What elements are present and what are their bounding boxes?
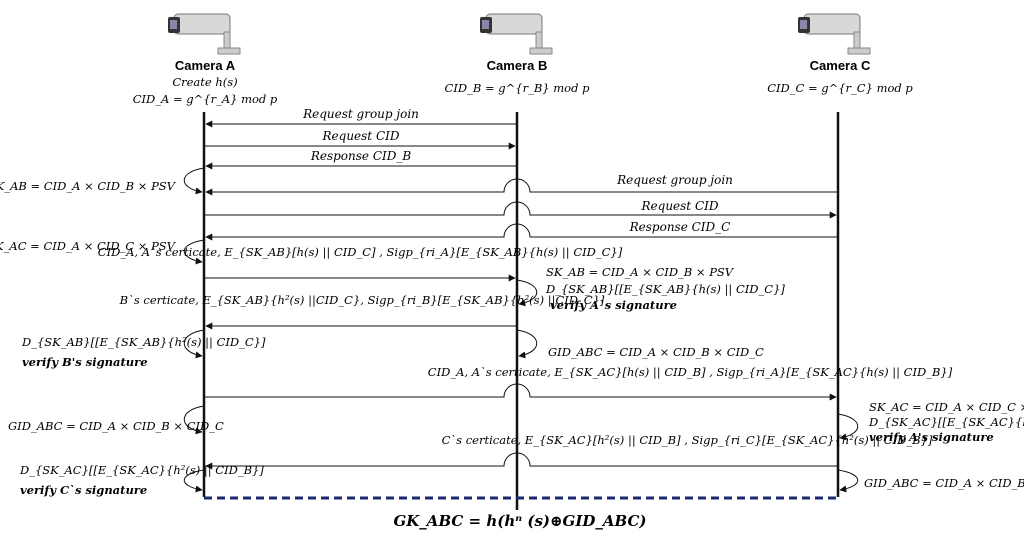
msg-arrow bbox=[204, 383, 837, 401]
self-loop bbox=[183, 167, 205, 195]
msg-label: CID_A, A`s certicate, E_{SK_AB}[h(s) || … bbox=[98, 245, 623, 260]
msg-label: Response CID_C bbox=[629, 220, 731, 234]
camera-c-name: Camera C bbox=[810, 58, 871, 73]
msg-label: C`s certicate, E_{SK_AC}[h²(s) || CID_B]… bbox=[442, 433, 933, 448]
note-a-dec-b: D_{SK_AB}[[E_{SK_AB}{h²(s) || CID_C}] bbox=[21, 335, 266, 350]
note-a-sk-ac: SK_AC = CID_A × CID_C × PSV bbox=[0, 239, 177, 253]
group-key-formula: GK_ABC = h(hⁿ (s)⊕GID_ABC) bbox=[393, 512, 646, 530]
note-b-dec: D_{SK_AB}[[E_{SK_AB}{h(s) || CID_C}] bbox=[545, 282, 785, 297]
camera-a-cid: CID_A = g^{r_A} mod p bbox=[133, 92, 278, 106]
camera-b-name: Camera B bbox=[487, 58, 548, 73]
self-loop bbox=[516, 329, 538, 359]
note-c-gid: GID_ABC = CID_A × CID_B × CID_C bbox=[864, 476, 1024, 490]
camera-a-create: Create h(s) bbox=[172, 75, 237, 89]
note-a-dec-c: D_{SK_AC}[[E_{SK_AC}{h²(s) || CID_B}] bbox=[19, 463, 264, 478]
self-loop bbox=[183, 239, 205, 265]
msg-arrow bbox=[204, 201, 837, 219]
self-loop bbox=[516, 279, 538, 307]
camera-icon bbox=[798, 13, 871, 55]
camera-b-cid: CID_B = g^{r_B} mod p bbox=[445, 81, 591, 95]
note-c-verify: verify A's signature bbox=[869, 430, 994, 444]
msg-label: B`s certicate, E_{SK_AB}{h²(s) ||CID_C},… bbox=[119, 293, 605, 308]
note-c-dec: D_{SK_AC}[[E_{SK_AC}{h(s) || CID_B}] bbox=[868, 415, 1024, 430]
camera-a-name: Camera A bbox=[175, 58, 236, 73]
msg-arrow bbox=[205, 178, 838, 196]
note-a-sk-ab: SK_AB = CID_A × CID_B × PSV bbox=[0, 179, 177, 193]
note-b-sk-ab: SK_AB = CID_A × CID_B × PSV bbox=[546, 265, 735, 279]
self-loop bbox=[837, 469, 859, 493]
msg-arrow bbox=[205, 452, 838, 470]
note-a-verify-b: verify B's signature bbox=[22, 355, 148, 369]
msg-arrow bbox=[205, 223, 838, 241]
msg-label: Request CID bbox=[641, 199, 719, 213]
msg-label: Request CID bbox=[322, 129, 400, 143]
msg-label: CID_A, A`s certicate, E_{SK_AC}[h(s) || … bbox=[428, 365, 953, 380]
msg-label: Response CID_B bbox=[310, 149, 412, 163]
note-c-sk-ac: SK_AC = CID_A × CID_C × PSV bbox=[869, 400, 1024, 414]
note-a-verify-c: verify C`s signature bbox=[20, 483, 147, 497]
camera-icon bbox=[480, 13, 553, 55]
self-loop bbox=[837, 413, 859, 441]
self-loop bbox=[183, 329, 205, 359]
camera-icon bbox=[168, 13, 241, 55]
msg-label: Request group join bbox=[616, 173, 733, 187]
note-b-gid: GID_ABC = CID_A × CID_B × CID_C bbox=[548, 345, 764, 359]
camera-c-cid: CID_C = g^{r_C} mod p bbox=[767, 81, 913, 95]
note-a-gid: GID_ABC = CID_A × CID_B × CID_C bbox=[8, 419, 224, 433]
msg-label: Request group join bbox=[302, 107, 419, 121]
self-loop bbox=[183, 469, 205, 493]
note-b-verify: verify A`s signature bbox=[550, 298, 677, 312]
self-loop bbox=[183, 405, 205, 435]
